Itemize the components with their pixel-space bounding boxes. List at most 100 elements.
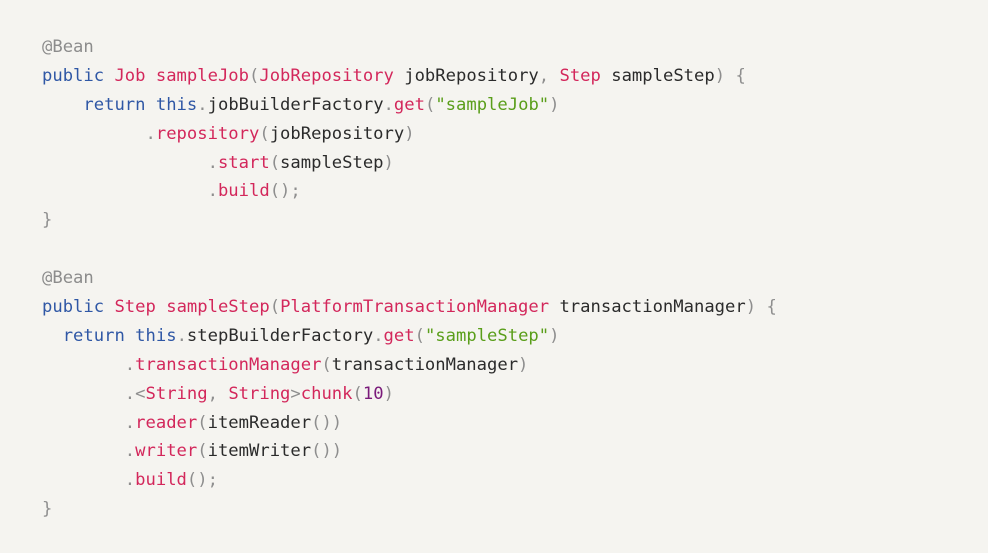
code-line: .repository(jobRepository) — [42, 120, 988, 149]
code-token-punct: { — [735, 65, 746, 86]
code-token-method: get — [393, 94, 425, 115]
code-token-ident — [146, 66, 156, 86]
code-token-ident — [42, 355, 125, 375]
code-line: return this.stepBuilderFactory.get("samp… — [42, 322, 988, 351]
code-token-punct: } — [42, 210, 53, 231]
code-token-keyword: public — [42, 65, 105, 86]
code-token-punct: (); — [186, 470, 218, 491]
code-token-punct: , — [538, 65, 550, 86]
code-token-ident — [104, 297, 114, 317]
code-token-type: Step — [114, 297, 156, 318]
code-token-ident — [42, 413, 125, 433]
code-token-punct: . — [383, 94, 394, 115]
code-token-punct: ) — [383, 383, 394, 404]
code-token-ident — [42, 326, 63, 346]
code-token-method: sampleStep — [166, 297, 270, 318]
code-line: .transactionManager(transactionManager) — [42, 351, 988, 380]
code-token-type: Step — [559, 65, 601, 86]
code-line: .build(); — [42, 177, 988, 206]
code-line: .writer(itemWriter()) — [42, 437, 988, 466]
code-token-punct: ( — [197, 441, 208, 462]
code-token-punct: ) — [518, 354, 529, 375]
code-token-ident: stepBuilderFactory — [186, 325, 374, 346]
code-token-ident — [549, 66, 559, 86]
code-token-method: build — [217, 181, 270, 202]
code-token-method: reader — [135, 412, 198, 433]
code-token-ident: sampleStep — [280, 152, 384, 173]
code-token-ident — [42, 124, 145, 144]
code-line — [42, 235, 988, 264]
code-token-ident — [125, 326, 135, 346]
code-token-punct: ( — [269, 297, 281, 318]
code-token-punct: ) — [383, 152, 394, 173]
code-token-punct: { — [766, 297, 777, 318]
code-token-punct: . — [176, 325, 187, 346]
code-token-ident — [42, 441, 125, 461]
code-line: return this.jobBuilderFactory.get("sampl… — [42, 91, 988, 120]
code-token-type: String — [228, 383, 291, 404]
code-line: .build(); — [42, 466, 988, 495]
code-token-method: build — [135, 470, 187, 491]
code-line: public Step sampleStep(PlatformTransacti… — [42, 293, 988, 322]
code-token-ident — [218, 384, 228, 404]
code-token-punct: .< — [124, 383, 146, 404]
code-token-ident — [104, 66, 114, 86]
code-token-punct: . — [124, 354, 136, 375]
code-token-punct: ( — [424, 94, 436, 115]
code-token-punct: . — [124, 412, 136, 433]
code-token-annotation: @Bean — [42, 268, 94, 289]
code-token-type: Job — [114, 65, 146, 86]
code-token-punct: ( — [321, 354, 332, 375]
code-token-punct: . — [124, 441, 136, 462]
code-token-punct: ( — [269, 152, 281, 173]
code-token-method: get — [383, 325, 415, 346]
code-token-number: 10 — [362, 383, 384, 404]
code-token-punct: ()) — [311, 412, 343, 433]
code-token-ident: transactionManager — [331, 354, 519, 375]
code-token-ident — [42, 384, 125, 404]
code-token-punct: } — [42, 499, 53, 520]
code-token-ident — [156, 297, 166, 317]
code-token-punct: ()) — [311, 441, 343, 462]
code-token-ident — [42, 181, 208, 201]
code-token-ident: transactionManager — [549, 297, 746, 318]
code-token-punct: ) — [404, 123, 415, 144]
code-token-keyword: return — [83, 94, 146, 115]
code-token-keyword: this — [155, 94, 198, 115]
code-token-keyword: this — [135, 325, 177, 346]
code-token-punct: ( — [352, 383, 363, 404]
code-token-punct: ( — [414, 325, 425, 346]
code-token-ident: jobRepository — [269, 123, 405, 144]
code-token-keyword: public — [42, 297, 105, 318]
code-token-type: PlatformTransactionManager — [280, 297, 550, 318]
code-token-ident — [42, 95, 83, 115]
code-token-punct: , — [207, 383, 218, 404]
code-token-punct: ( — [249, 65, 260, 86]
code-token-punct: . — [197, 94, 208, 115]
code-token-punct: (); — [269, 181, 301, 202]
code-line: } — [42, 495, 988, 524]
code-line: .<String, String>chunk(10) — [42, 380, 988, 409]
code-line: @Bean — [42, 264, 988, 293]
code-token-type: String — [145, 383, 208, 404]
code-token-ident: itemWriter — [207, 441, 312, 462]
code-token-punct: > — [290, 383, 301, 404]
code-token-ident — [146, 95, 156, 115]
code-line: .reader(itemReader()) — [42, 409, 988, 438]
code-token-type: JobRepository — [259, 65, 394, 86]
code-token-ident: jobBuilderFactory — [207, 94, 384, 115]
code-token-punct: ) — [714, 65, 726, 86]
code-line: .start(sampleStep) — [42, 149, 988, 178]
code-token-punct: ( — [197, 412, 208, 433]
code-token-punct: . — [145, 123, 156, 144]
code-token-punct: . — [124, 470, 136, 491]
code-token-punct: ) — [745, 297, 757, 318]
code-token-method: repository — [155, 123, 260, 144]
code-token-punct: . — [373, 325, 384, 346]
code-line: public Job sampleJob(JobRepository jobRe… — [42, 62, 988, 91]
code-token-string: "sampleStep" — [424, 325, 550, 346]
code-token-ident — [42, 470, 125, 490]
code-token-keyword: return — [62, 325, 125, 346]
code-token-ident — [42, 153, 208, 173]
